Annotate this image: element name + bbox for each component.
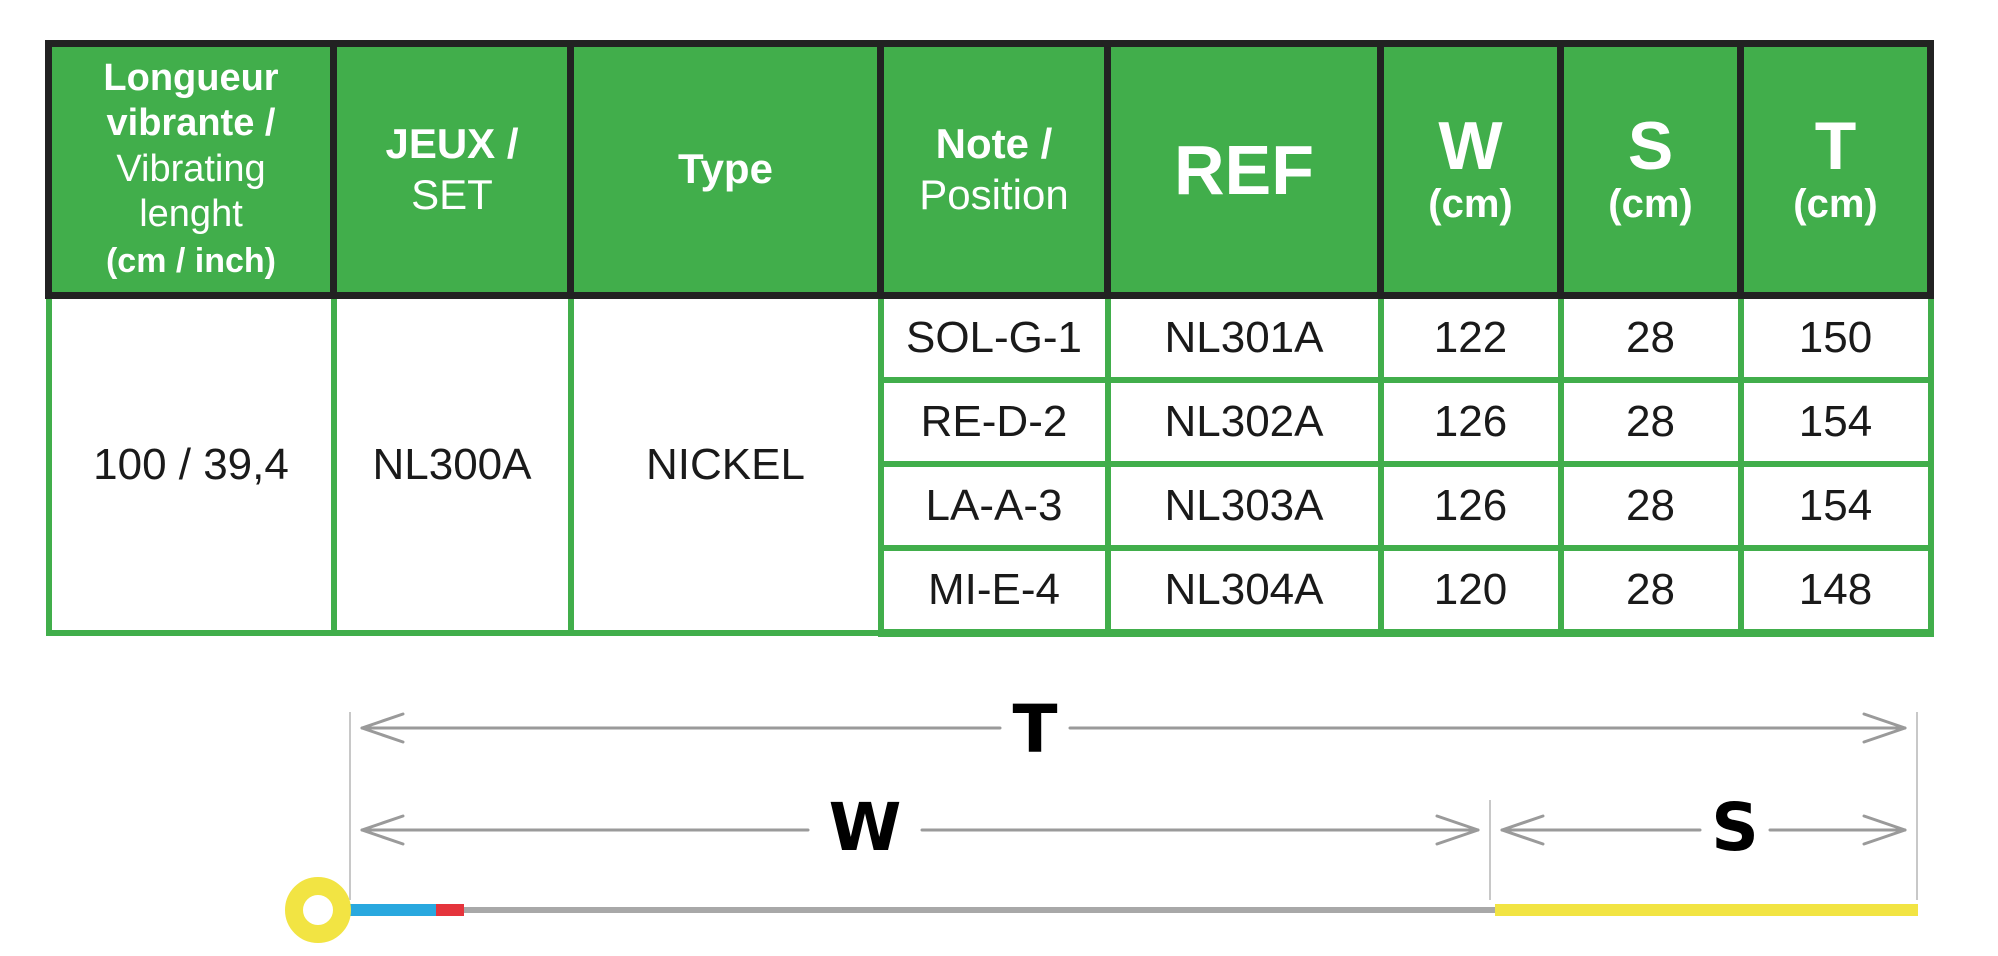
cell-set: NL300A xyxy=(330,292,574,636)
cell-ref: NL301A xyxy=(1104,292,1384,383)
cell-t: 150 xyxy=(1737,292,1934,383)
header-type: Type xyxy=(567,40,884,299)
header-set: JEUX / SET xyxy=(330,40,574,299)
dim-s-arrowhead-left xyxy=(1500,814,1545,846)
cell-w: 126 xyxy=(1377,461,1564,551)
cell-w: 122 xyxy=(1377,292,1564,383)
dimension-w-arrow xyxy=(360,814,1480,846)
header-s-unit: (cm) xyxy=(1608,181,1693,226)
cell-note: LA-A-3 xyxy=(877,461,1111,551)
header-length-line5: (cm / inch) xyxy=(105,241,277,280)
cell-s: 28 xyxy=(1557,461,1744,551)
extension-lines xyxy=(349,712,1918,900)
dimension-t-arrow xyxy=(360,712,1907,744)
header-note-line1: Note / xyxy=(935,120,1053,168)
cell-type: NICKEL xyxy=(567,292,884,636)
header-s-label: S xyxy=(1627,107,1674,184)
cell-t: 148 xyxy=(1737,545,1934,637)
header-length-line2: vibrante / xyxy=(106,102,276,145)
cell-s: 28 xyxy=(1557,377,1744,467)
header-row: Longueur vibrante / Vibrating lenght (cm… xyxy=(45,40,1934,299)
dim-w-arrowhead-left xyxy=(360,814,405,846)
dim-t-arrowhead-left xyxy=(360,712,405,744)
header-length-line4: lenght xyxy=(139,193,243,236)
string-spec-table: Longueur vibrante / Vibrating lenght (cm… xyxy=(45,40,1934,637)
dimension-s-arrow xyxy=(1500,814,1907,846)
cell-s: 28 xyxy=(1557,545,1744,637)
header-t: T (cm) xyxy=(1737,40,1934,299)
header-w-unit: (cm) xyxy=(1428,181,1513,226)
header-w: W (cm) xyxy=(1377,40,1564,299)
table-row: LA-A-3 NL303A 126 28 154 xyxy=(49,461,1934,551)
cell-ref: NL302A xyxy=(1104,377,1384,467)
cell-w: 120 xyxy=(1377,545,1564,637)
cell-s: 28 xyxy=(1557,292,1744,383)
header-w-label: W xyxy=(1438,107,1503,184)
header-s: S (cm) xyxy=(1557,40,1744,299)
cell-ref: NL303A xyxy=(1104,461,1384,551)
header-length-line3: Vibrating xyxy=(116,147,266,190)
cell-ref: NL304A xyxy=(1104,545,1384,637)
header-ref: REF xyxy=(1104,40,1384,299)
ball-end-ring-icon xyxy=(285,877,351,943)
table-row: MI-E-4 NL304A 120 28 148 xyxy=(49,545,1934,637)
header-note: Note / Position xyxy=(877,40,1111,299)
string-illustration xyxy=(285,877,1918,943)
dimension-label-w: W xyxy=(828,789,902,866)
cell-t: 154 xyxy=(1737,377,1934,467)
header-vibrating-length: Longueur vibrante / Vibrating lenght (cm… xyxy=(45,40,337,299)
header-note-line2: Position xyxy=(919,170,1069,218)
header-set-line2: SET xyxy=(411,170,493,218)
dimension-label-t: T xyxy=(1012,691,1058,768)
cell-vibrating-length: 100 / 39,4 xyxy=(45,292,337,636)
cell-note: MI-E-4 xyxy=(877,545,1111,637)
header-set-line1: JEUX / xyxy=(385,120,519,168)
header-t-label: T xyxy=(1814,107,1857,184)
header-t-unit: (cm) xyxy=(1793,181,1878,226)
header-type-label: Type xyxy=(678,145,773,193)
dim-s-arrowhead-right xyxy=(1862,814,1907,846)
dimension-label-s: S xyxy=(1711,789,1759,866)
table-row: 100 / 39,4 NL300A NICKEL SOL-G-1 NL301A … xyxy=(45,292,1934,636)
cell-note: RE-D-2 xyxy=(877,377,1111,467)
header-ref-label: REF xyxy=(1174,130,1314,209)
table-row: RE-D-2 NL302A 126 28 154 xyxy=(49,377,1934,467)
header-length-line1: Longueur xyxy=(103,56,279,99)
cell-t: 154 xyxy=(1737,461,1934,551)
dim-w-arrowhead-right xyxy=(1435,814,1480,846)
cell-note: SOL-G-1 xyxy=(877,292,1111,383)
cell-w: 126 xyxy=(1377,377,1564,467)
dim-t-arrowhead-right xyxy=(1862,712,1907,744)
